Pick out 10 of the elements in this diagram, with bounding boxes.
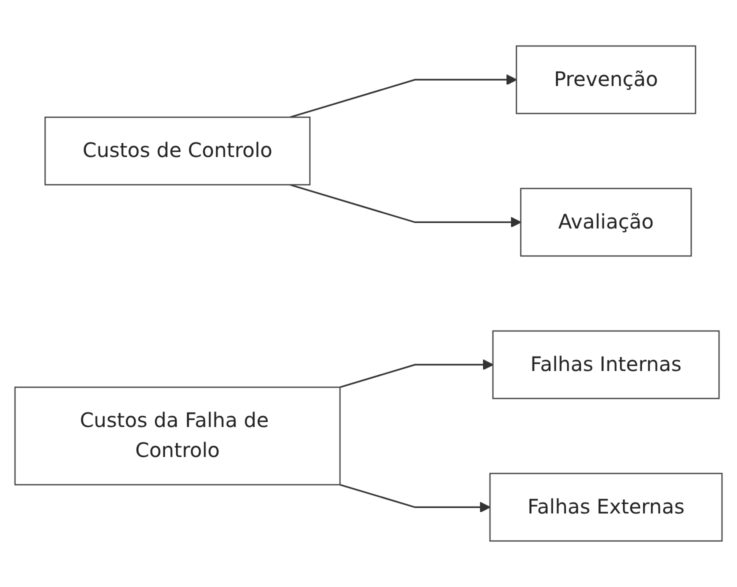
arrow — [290, 184, 522, 228]
arrow — [290, 74, 517, 118]
node-box: Custos de Controlo — [44, 116, 311, 186]
arrow — [340, 359, 494, 388]
node-box: Custos da Falha de Controlo — [14, 386, 341, 486]
node-box: Falhas Internas — [492, 330, 720, 400]
node-box: Prevenção — [516, 45, 696, 114]
node-box: Falhas Externas — [489, 472, 723, 542]
arrow — [340, 484, 490, 513]
node-box: Avaliação — [520, 188, 692, 257]
